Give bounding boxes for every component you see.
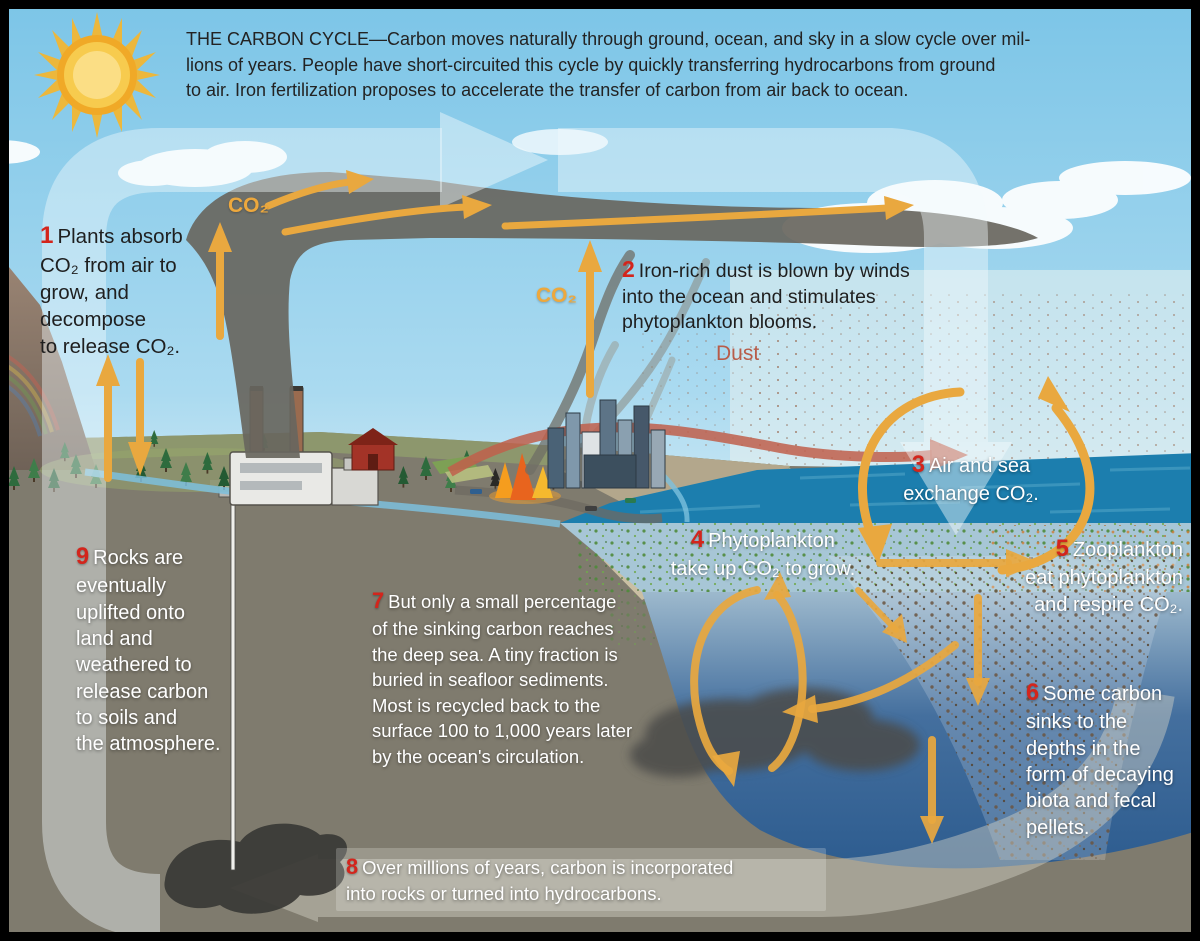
smoke-band-arrow-3 bbox=[501, 204, 892, 230]
label-co2-city: CO₂ bbox=[536, 284, 577, 307]
step-2-number: 2 bbox=[622, 256, 635, 282]
label-dust: Dust bbox=[716, 342, 760, 365]
smoke-band-arrow-1 bbox=[264, 178, 354, 210]
border-left bbox=[0, 0, 9, 941]
air-sea-arc-right bbox=[997, 403, 1095, 575]
cycle-band-descent bbox=[558, 128, 988, 442]
barn bbox=[348, 428, 398, 471]
step-4-number: 4 bbox=[691, 527, 705, 553]
cycle-band-up-and-top bbox=[41, 128, 442, 938]
ocean-waves bbox=[639, 466, 1191, 514]
step-1-text: Plants absorb CO₂ from air to grow, and … bbox=[40, 225, 183, 359]
sun-icon bbox=[34, 12, 160, 138]
underwater-carbon-arrows bbox=[690, 559, 1012, 824]
step-5-text: Zooplankton eat phytoplankton and respir… bbox=[1025, 539, 1183, 616]
cycle-band-top-arrowhead bbox=[440, 112, 548, 208]
border-bottom bbox=[0, 932, 1200, 941]
city-skyline bbox=[547, 399, 666, 489]
diagram-title: THE CARBON CYCLE—Carbon moves naturally … bbox=[186, 29, 1031, 101]
border-right bbox=[1191, 0, 1200, 941]
seafloor-cycle-band bbox=[318, 686, 1175, 917]
step-8-number: 8 bbox=[346, 854, 359, 879]
ocean-surface bbox=[560, 453, 1200, 523]
label-co2-smokestack: CO₂ bbox=[228, 194, 269, 217]
co2-flux-arrows bbox=[104, 178, 1095, 575]
dust-speckles-sky bbox=[745, 292, 1200, 467]
carbon-cycle-band bbox=[41, 112, 1012, 938]
step-3-number: 3 bbox=[911, 452, 925, 478]
recycle-to-cloud-arrow bbox=[808, 641, 959, 713]
step-6-text: Some carbon sinks to the depths in the f… bbox=[1026, 683, 1174, 839]
step-3-text: Air and sea exchange CO₂. bbox=[903, 455, 1039, 506]
cars bbox=[470, 489, 636, 511]
land-surface-strip bbox=[0, 432, 790, 482]
air-sea-arc-left bbox=[858, 387, 965, 547]
mountain bbox=[0, 256, 96, 470]
dust-arrowhead bbox=[930, 439, 968, 471]
wildfire bbox=[489, 453, 561, 504]
step-9-text: Rocks are eventually uplifted onto land … bbox=[76, 547, 221, 756]
step-1-number: 1 bbox=[40, 222, 54, 249]
step-4-text: Phytoplankton take up CO₂ to grow. bbox=[670, 530, 856, 581]
crop-field-2 bbox=[445, 465, 494, 483]
step-2-text: Iron-rich dust is blown by winds into th… bbox=[622, 260, 910, 334]
smoke-plume bbox=[186, 172, 1038, 458]
smoke-band-arrow-2 bbox=[281, 203, 470, 236]
dust-arrow bbox=[447, 422, 933, 477]
border-top bbox=[0, 0, 1200, 9]
step-7-text: But only a small percentage of the sinki… bbox=[372, 591, 633, 767]
step-8-text: Over millions of years, carbon is incorp… bbox=[346, 857, 734, 904]
co2-flux-arrowheads bbox=[96, 170, 1070, 564]
phytoplankton-loop-up-arrow bbox=[768, 591, 807, 772]
deep-carbon-cloud bbox=[630, 688, 920, 777]
funnel-diagonal-arrow bbox=[855, 587, 899, 633]
step-7-number: 7 bbox=[372, 588, 385, 613]
step-5-number: 5 bbox=[1055, 536, 1069, 562]
cycle-band-down-arrowhead bbox=[900, 442, 1012, 535]
step-6-number: 6 bbox=[1026, 680, 1040, 706]
oil-deposit bbox=[164, 823, 348, 914]
step-9-number: 9 bbox=[76, 544, 90, 570]
